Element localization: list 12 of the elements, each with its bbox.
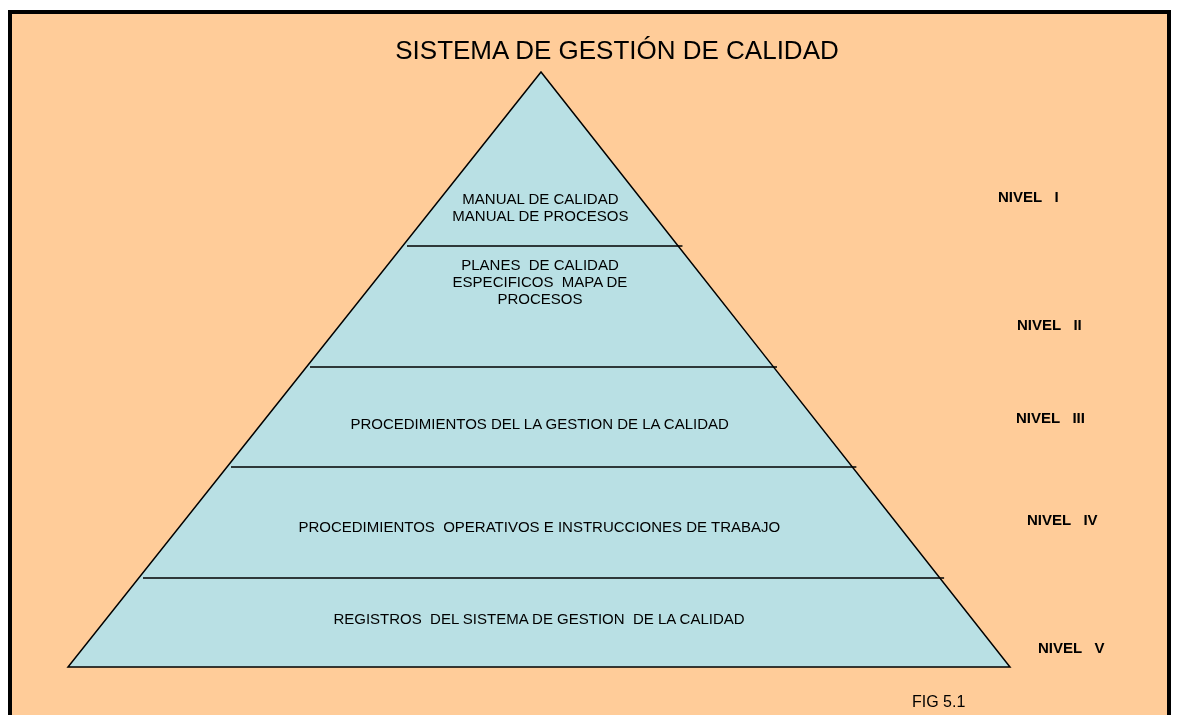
level-label: NIVEL III [1016,409,1085,426]
level-label: NIVEL II [1017,316,1082,333]
level-label: NIVEL IV [1027,511,1098,528]
level-label: NIVEL I [998,188,1059,205]
diagram-title: SISTEMA DE GESTIÓN DE CALIDAD [394,35,840,66]
figure-caption: FIG 5.1 [912,693,966,711]
level-text: PROCEDIMIENTOS OPERATIVOS E INSTRUCCIONES DE TRABAJO [297,518,782,535]
level-text: PROCEDIMIENTOS DEL LA GESTION DE LA CALIDAD [349,415,730,432]
level-text: PLANES DE CALIDAD ESPECIFICOS MAPA DE PROCESOS [451,256,629,307]
level-text: REGISTROS DEL SISTEMA DE GESTION DE LA CALIDAD [332,610,746,627]
level-label: NIVEL V [1038,639,1105,656]
level-text: MANUAL DE CALIDAD MANUAL DE PROCESOS [451,190,630,224]
